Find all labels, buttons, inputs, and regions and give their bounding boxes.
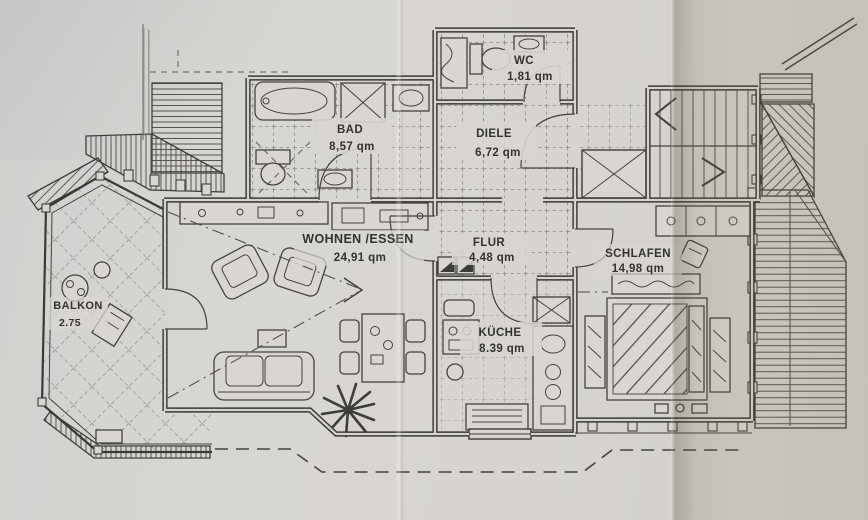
wohnen-area: 24,91 qm (334, 252, 386, 264)
bedroom-furniture (578, 205, 751, 432)
wc-label: WC (514, 55, 534, 67)
balcony-door (164, 288, 208, 330)
kueche-area: 8.39 qm (479, 343, 525, 355)
bathroom-fixtures (254, 81, 430, 197)
dishwasher (465, 403, 529, 431)
balkon-area: 2.75 (59, 317, 81, 329)
bedroom-chair (679, 239, 709, 269)
diele-area: 6,72 qm (475, 147, 521, 159)
staircase (650, 89, 762, 199)
room-labels: BAD 8,57 qm WC 1,81 qm DIELE 6,72 qm WOH… (46, 50, 682, 356)
stair-arrow-down (701, 157, 726, 187)
kueche-label: KÜCHE (479, 326, 522, 339)
diele-label: DIELE (476, 128, 512, 140)
toilet-bad (255, 149, 291, 186)
bathtub (254, 81, 336, 121)
sink-wc (513, 35, 545, 53)
double-bed (606, 297, 708, 401)
paper-crease-mark (143, 28, 150, 136)
schlafen-label: SCHLAFEN (605, 248, 671, 260)
palm-plant (320, 382, 376, 438)
wc-area: 1,81 qm (507, 71, 553, 83)
flur-area: 4,48 qm (469, 252, 515, 264)
stair-arrow-up (654, 97, 677, 131)
bad-label: BAD (337, 124, 363, 136)
armchair-1 (211, 244, 269, 300)
bath-vanity (392, 84, 430, 112)
flur-label: FLUR (473, 237, 506, 249)
wc-shower-tray (440, 37, 468, 89)
roof-hatch-top-left (85, 50, 292, 196)
sofa (213, 351, 315, 401)
balcony-chair (93, 261, 111, 279)
wardrobe (655, 205, 751, 237)
sink-bad (317, 169, 353, 189)
bad-area: 8,57 qm (329, 141, 375, 153)
kitchen-stool (446, 363, 464, 381)
kitchen-shaft (532, 296, 571, 324)
kitchen-window (468, 428, 532, 440)
dresser (611, 273, 701, 295)
balcony-furniture (61, 261, 133, 444)
roof-hatch-top-right (759, 17, 858, 199)
wohnen-label: WOHNEN /ESSEN (302, 232, 413, 246)
planter (95, 429, 123, 444)
stair-landing-void (581, 149, 647, 199)
roof-outline-dashed (215, 448, 745, 473)
nightstand-right (709, 317, 731, 393)
balkon-label: BALKON (53, 300, 102, 312)
roof-hatch-right (747, 187, 847, 429)
dining-set (339, 313, 426, 383)
schlafen-area: 14,98 qm (612, 263, 664, 275)
coffee-table (257, 329, 287, 348)
sideboard (179, 201, 329, 225)
